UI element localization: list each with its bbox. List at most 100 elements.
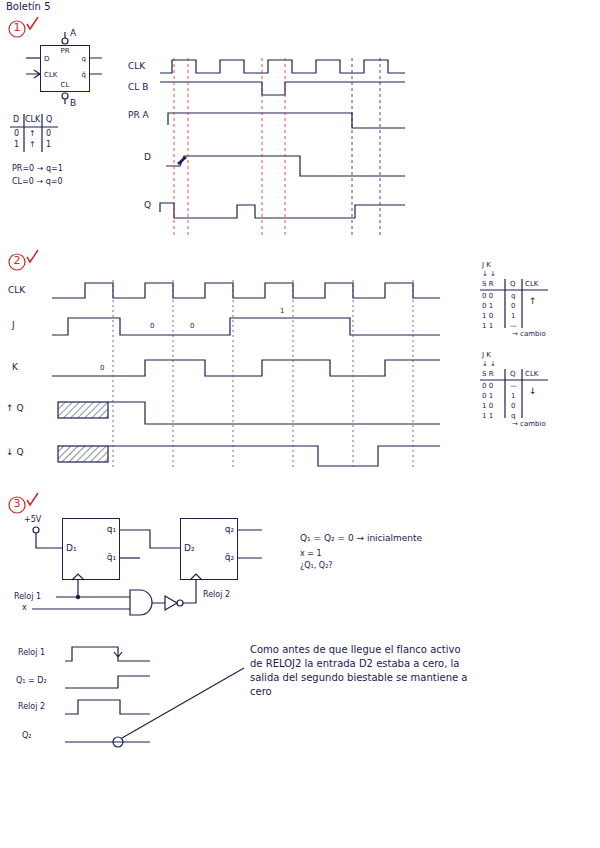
q2-waveform: [65, 741, 150, 742]
annotation: Q: [510, 280, 516, 288]
annotation: 1: [46, 140, 51, 149]
annotation: 1 0: [482, 402, 493, 410]
annotation: S R: [482, 370, 494, 378]
annotation: ↑: [29, 129, 36, 138]
annotation: J K: [482, 261, 491, 269]
q1-waveform: [65, 676, 150, 688]
d-scribble: [178, 157, 186, 164]
annotation: 1: [14, 140, 19, 149]
unknown-region: [58, 446, 108, 462]
annotation: → cambio: [512, 330, 546, 338]
flip-flop-box: D₂q₂q̄₂: [180, 518, 238, 580]
supply-terminal: [33, 527, 39, 533]
annotation: q: [511, 292, 515, 300]
guide-line: [174, 58, 285, 235]
annotation: Reloj 2: [203, 590, 230, 599]
table-rule: [480, 369, 548, 418]
clk-waveform: [52, 283, 440, 298]
annotation: B: [70, 98, 76, 108]
annotation: ↓ Q: [6, 447, 24, 457]
pin-label: CL: [41, 81, 89, 89]
pin-label: D₂: [184, 543, 195, 553]
annotation: ¿Q₁, Q₂?: [300, 561, 333, 570]
annotation: CLK: [525, 280, 538, 288]
section-circle: [9, 497, 25, 513]
pin-label: q₁: [107, 524, 116, 534]
annotation: ↓ ↓: [482, 270, 496, 278]
d-wire: [26, 57, 40, 58]
pin-label: q̄: [82, 71, 86, 79]
annotation: ↓: [529, 386, 537, 396]
and-gate: [130, 590, 152, 615]
annotation: → cambio: [512, 420, 546, 428]
annotation: 1 0: [482, 312, 493, 320]
annotation: 0: [190, 322, 194, 330]
output-wire: [90, 58, 102, 74]
x-wire: [32, 608, 130, 609]
preset-waveform: [168, 113, 405, 128]
annotation: CLK: [525, 370, 538, 378]
annotation: K: [12, 362, 18, 372]
annotation: Q: [510, 370, 516, 378]
annotation: PR A: [128, 110, 149, 120]
annotation: Q: [46, 115, 52, 124]
annotation: 1 1: [482, 322, 493, 330]
section-number: 3: [9, 498, 25, 511]
guide-line: [113, 280, 413, 470]
clock-wire: [26, 70, 40, 78]
annotation: 0 0: [482, 382, 493, 390]
annotation: Reloj 2: [18, 702, 45, 711]
output-wire: [120, 557, 140, 558]
annotation: 1: [511, 392, 515, 400]
annotation: x: [22, 603, 27, 612]
section-number: 2: [9, 255, 25, 268]
annotation: Q: [144, 200, 151, 210]
section-circle: [9, 254, 25, 270]
annotation: D: [144, 152, 151, 162]
highlight-circle: [113, 737, 123, 747]
annotation: Q₁ = Q₂ = 0 → inicialmente: [300, 533, 422, 543]
annotation: 0: [46, 129, 51, 138]
annotation: J K: [482, 351, 491, 359]
annotation: PR=0 → q=1: [12, 164, 63, 173]
annotation: 0: [511, 302, 515, 310]
flip-flop-box: D₁q₁q̄₁: [62, 518, 120, 580]
annotation: CLK: [128, 61, 145, 71]
annotation: CLK: [8, 285, 25, 295]
q-waveform: [160, 203, 405, 218]
clk-waveform: [160, 60, 405, 73]
check-mark: [27, 17, 38, 29]
annotation: A: [70, 28, 76, 38]
annotation: 0 1: [482, 392, 493, 400]
inverter-bubble: [177, 600, 183, 606]
clock1-waveform: [65, 647, 150, 661]
annotation: 0 1: [482, 302, 493, 310]
annotation: Q₂: [22, 731, 32, 740]
preset-bubble: [62, 38, 68, 44]
inverter: [152, 596, 177, 610]
annotation: S R: [482, 280, 494, 288]
output-wire: [238, 530, 262, 558]
note-text: Como antes de que llegue el flanco activ…: [250, 643, 470, 699]
wire-connector: [120, 530, 180, 548]
annotation: x = 1: [300, 549, 322, 558]
clock-wire: [56, 580, 130, 597]
guide-line: [352, 58, 380, 235]
annotation: Q₁ = D₂: [16, 676, 47, 685]
d-waveform: [166, 156, 405, 176]
check-mark: [27, 250, 38, 262]
annotation: ↑: [529, 296, 537, 306]
annotation: 1: [511, 312, 515, 320]
annotation: CLK: [25, 115, 40, 124]
k-waveform: [52, 360, 440, 376]
pin-label: q̄₁: [107, 552, 116, 562]
clear-wire: [64, 99, 65, 104]
annotation: J: [12, 320, 15, 330]
annotation: 1 1: [482, 412, 493, 420]
pin-label: q₂: [225, 524, 234, 534]
annotation: q: [511, 412, 515, 420]
section-number: 1: [9, 22, 25, 35]
pin-label: PR: [41, 47, 89, 55]
